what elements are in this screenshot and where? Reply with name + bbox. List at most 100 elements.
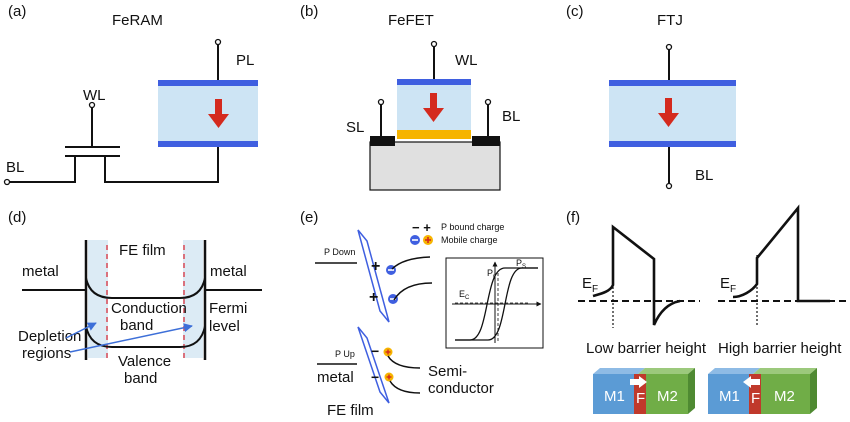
feram-polarization-arrow-icon	[208, 99, 229, 128]
hysteresis-branch-down	[455, 267, 538, 341]
legend-mobile-charge-icons	[410, 235, 433, 245]
fefet-bl-terminal	[484, 98, 492, 106]
feram-pl-label: PL	[236, 52, 254, 69]
p-up-fe-film	[357, 326, 390, 404]
panel-d-band-diagram: (d) FE film metal metal Conduction band …	[8, 209, 262, 387]
panel-c-letter: (c)	[566, 3, 584, 20]
e-semi-label-2: conductor	[428, 380, 494, 397]
feram-bl-terminal	[3, 178, 11, 186]
ftj-block-high: M1 F M2	[708, 368, 817, 414]
depletion-label-2: regions	[22, 345, 71, 362]
panel-f-letter: (f)	[566, 209, 580, 226]
ftj-bl-label: BL	[695, 167, 713, 184]
ftj-block-low: M1 F M2	[593, 368, 695, 414]
panel-b-letter: (b)	[300, 3, 318, 20]
high-barrier-profile	[732, 204, 830, 303]
pr-label: Pr	[487, 268, 495, 280]
fefet-gate-electrode	[397, 79, 471, 85]
legend-bound-sign: − +	[412, 220, 431, 235]
block-low-f: F	[636, 390, 645, 407]
block-high-arrow-icon	[743, 376, 760, 388]
ftj-bl-terminal	[665, 182, 673, 190]
panel-a-feram: (a) FeRAM PL WL BL	[3, 3, 258, 186]
depletion-pointer-right	[69, 323, 193, 353]
depletion-region-left	[88, 240, 108, 358]
p-down-electron-icons	[386, 265, 398, 304]
block-low-m2: M2	[657, 388, 678, 405]
feram-wl-terminal	[88, 101, 96, 109]
p-up-minus-top: −	[371, 343, 379, 359]
feram-bl-label: BL	[6, 159, 24, 176]
p-up-minus-bottom: −	[371, 369, 379, 385]
panel-a-title: FeRAM	[112, 12, 163, 29]
p-up-label: P Up	[335, 349, 355, 359]
panel-a-letter: (a)	[8, 3, 26, 20]
conduction-label-2: band	[120, 317, 153, 334]
depletion-label-1: Depletion	[18, 328, 81, 345]
p-up-band-top	[387, 355, 421, 369]
panel-d-letter: (d)	[8, 209, 26, 226]
fefet-sl-label: SL	[346, 119, 364, 136]
ef-right-label: EF	[720, 275, 736, 295]
feram-bl-wire	[8, 156, 76, 183]
feram-pl-terminal	[214, 38, 222, 46]
p-down-fe-film	[357, 229, 390, 323]
panel-c-title: FTJ	[657, 12, 683, 29]
valence-label-2: band	[124, 370, 157, 387]
p-up-band-bottom	[389, 380, 421, 394]
p-down-label: P Down	[324, 247, 355, 257]
legend-bound-label: P bound charge	[441, 222, 504, 232]
valence-label-1: Valence	[118, 353, 171, 370]
panel-c-ftj: (c) FTJ BL	[566, 3, 736, 190]
fefet-bl-label: BL	[502, 108, 520, 125]
p-up-hole-icons	[383, 347, 394, 382]
panel-e-letter: (e)	[300, 209, 318, 226]
fefet-wl-terminal	[430, 40, 438, 48]
legend-mobile-label: Mobile charge	[441, 235, 498, 245]
panel-f-ftj-barriers: (f) EF Low barrier height EF High barrie…	[566, 204, 846, 414]
conduction-label-1: Conduction	[111, 300, 187, 317]
fefet-sl-terminal	[377, 98, 385, 106]
block-high-m2: M2	[774, 388, 795, 405]
panel-b-title: FeFET	[388, 12, 434, 29]
panel-e-fefet-operation: (e) − + P bound charge Mobile charge P D…	[300, 209, 544, 419]
low-barrier-label: Low barrier height	[586, 340, 707, 357]
ftj-polarization-arrow-icon	[658, 98, 679, 127]
feram-wl-label: WL	[83, 87, 106, 104]
e-semi-label-1: Semi-	[428, 363, 467, 380]
panel-b-fefet: (b) FeFET WL SL BL	[300, 3, 520, 191]
ftj-top-electrode	[609, 80, 736, 86]
e-metal-label: metal	[317, 369, 354, 386]
fe-film-label: FE film	[119, 242, 166, 259]
depletion-region-right	[183, 240, 203, 358]
feram-cell-wire	[104, 147, 219, 183]
fefet-substrate	[369, 141, 501, 191]
fefet-source-contact	[370, 136, 395, 146]
ftj-top-terminal	[665, 43, 673, 51]
feram-top-electrode	[158, 80, 258, 86]
fefet-polarization-arrow-icon	[423, 93, 444, 122]
block-high-f: F	[751, 390, 760, 407]
fermi-label-1: Fermi	[209, 300, 247, 317]
p-down-band-top	[391, 256, 431, 270]
conduction-band	[85, 277, 206, 299]
metal-right-label: metal	[210, 263, 247, 280]
e-fe-film-label: FE film	[327, 402, 374, 419]
block-low-m1: M1	[604, 388, 625, 405]
p-down-plus-bottom: +	[369, 289, 378, 306]
depletion-pointer-left	[65, 322, 97, 339]
ps-label: PS	[516, 258, 526, 270]
high-barrier-label: High barrier height	[718, 340, 842, 357]
fefet-gate-oxide	[397, 130, 471, 139]
ef-left-label: EF	[582, 275, 598, 295]
p-down-plus-top: +	[371, 258, 380, 275]
fermi-label-2: level	[209, 318, 240, 335]
low-barrier-profile	[592, 224, 681, 326]
ec-label: EC	[459, 289, 470, 301]
block-low-arrow-icon	[630, 376, 647, 388]
fefet-wl-label: WL	[455, 52, 478, 69]
hysteresis-branch-up	[455, 267, 538, 341]
feram-bottom-electrode	[158, 141, 258, 147]
valence-band	[85, 325, 206, 348]
